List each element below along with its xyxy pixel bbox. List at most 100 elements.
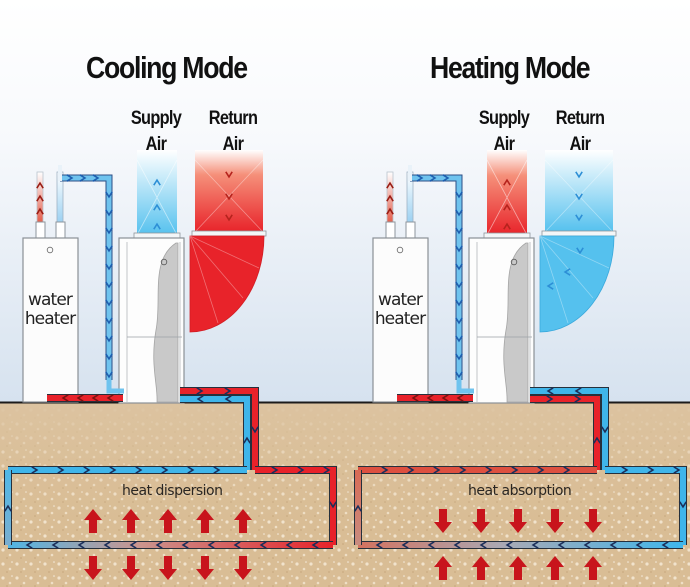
flow-chevron-icon	[224, 395, 232, 403]
flow-chevron-icon	[575, 171, 583, 179]
flow-chevron-icon	[251, 426, 259, 434]
flow-chevron-icon	[455, 209, 463, 217]
flow-chevron-icon	[57, 466, 65, 474]
flow-chevron-icon	[4, 504, 12, 512]
loop-to-water-heater-pipe	[410, 175, 462, 380]
flow-chevron-icon	[433, 466, 441, 474]
flow-chevron-icon	[386, 207, 394, 215]
flow-chevron-icon	[574, 387, 582, 395]
flow-chevron-icon	[455, 335, 463, 343]
water-heater-line2: heater	[374, 309, 426, 329]
flow-chevron-icon	[61, 394, 69, 402]
pipe-fitting	[405, 221, 416, 241]
flow-chevron-icon	[455, 191, 463, 199]
flow-chevron-icon	[103, 541, 111, 549]
flow-chevron-icon	[105, 227, 113, 235]
flow-chevron-icon	[354, 504, 362, 512]
return-label-line2: Air	[569, 134, 591, 155]
supply-label-line2: Air	[145, 134, 167, 155]
supply-air-duct	[137, 150, 177, 235]
flow-chevron-icon	[411, 394, 419, 402]
flow-chevron-icon	[429, 174, 437, 182]
flow-chevron-icon	[25, 541, 33, 549]
flow-chevron-icon	[503, 203, 511, 211]
supply-label-line1: Supply	[478, 108, 530, 129]
flow-chevron-icon	[106, 394, 114, 402]
heat-arrow-down-icon	[84, 556, 102, 580]
heating-water-heater-label: water heater	[365, 291, 435, 329]
flow-chevron-icon	[135, 466, 143, 474]
water-heater-line2: heater	[24, 309, 76, 329]
heat-arrow-down-icon	[122, 556, 140, 580]
heat-arrow-down-icon	[546, 509, 564, 533]
flow-chevron-icon	[375, 541, 383, 549]
cooling-water-heater-label: water heater	[15, 291, 85, 329]
flow-chevron-icon	[416, 174, 424, 182]
flow-chevron-icon	[105, 191, 113, 199]
return-air-duct	[195, 150, 263, 232]
cooling-return-air-label: Return Air	[207, 106, 259, 158]
flow-chevron-icon	[427, 541, 435, 549]
heat-pump-front-panel	[503, 242, 529, 403]
water-heater-cabinet	[22, 237, 79, 403]
brand-logo-icon	[510, 258, 518, 266]
flow-chevron-icon	[105, 263, 113, 271]
supply-air-duct	[487, 150, 527, 235]
flow-chevron-icon	[576, 247, 584, 255]
flow-chevron-icon	[546, 282, 554, 290]
flow-chevron-icon	[609, 541, 617, 549]
flow-chevron-icon	[575, 214, 583, 222]
return-air-duct-elbow	[539, 235, 615, 333]
return-label-line1: Return	[555, 108, 605, 129]
ground-shade	[0, 402, 690, 522]
flow-chevron-icon	[225, 171, 233, 179]
flow-chevron-icon	[386, 181, 394, 189]
flow-chevron-icon	[575, 193, 583, 201]
pipe-fitting	[35, 221, 46, 241]
flow-chevron-icon	[105, 209, 113, 217]
flow-chevron-icon	[563, 466, 571, 474]
flow-chevron-icon	[92, 174, 100, 182]
flow-chevron-icon	[105, 371, 113, 379]
duct-crease	[136, 159, 178, 236]
flow-chevron-icon	[105, 335, 113, 343]
flow-chevron-icon	[647, 466, 655, 474]
flow-chevron-icon	[297, 466, 305, 474]
flow-chevron-icon	[36, 194, 44, 202]
flow-chevron-icon	[76, 394, 84, 402]
supply-label-line2: Air	[493, 134, 515, 155]
heat-arrow-up-icon	[472, 556, 490, 580]
flow-chevron-icon	[155, 541, 163, 549]
loop-to-water-heater-pipe	[60, 175, 112, 380]
water-heater-line1: water	[28, 290, 73, 310]
flow-chevron-icon	[91, 394, 99, 402]
hot-water-outlet-pipe	[386, 171, 394, 231]
duct-crease	[544, 159, 614, 233]
flow-chevron-icon	[546, 387, 554, 395]
flow-chevron-icon	[455, 227, 463, 235]
flow-chevron-icon	[455, 245, 463, 253]
heat-pump-outlet-pipe	[180, 388, 258, 470]
flow-chevron-icon	[426, 394, 434, 402]
duct-flange	[133, 232, 181, 239]
flow-chevron-icon	[531, 541, 539, 549]
heat-arrow-down-icon	[196, 556, 214, 580]
heat-arrow-up-icon	[509, 556, 527, 580]
flow-chevron-icon	[442, 174, 450, 182]
heat-arrow-up-icon	[546, 556, 564, 580]
flow-chevron-icon	[455, 263, 463, 271]
flow-chevron-icon	[407, 466, 415, 474]
heat-arrow-down-icon	[509, 509, 527, 533]
flow-chevron-icon	[259, 541, 267, 549]
duct-crease	[189, 235, 260, 324]
flow-chevron-icon	[79, 174, 87, 182]
water-heater-cabinet	[372, 237, 429, 403]
duct-flange	[191, 230, 267, 237]
flow-chevron-icon	[31, 466, 39, 474]
flow-chevron-icon	[105, 353, 113, 361]
flow-chevron-icon	[455, 371, 463, 379]
flow-chevron-icon	[537, 466, 545, 474]
flow-chevron-icon	[485, 466, 493, 474]
flow-chevron-icon	[153, 178, 161, 186]
